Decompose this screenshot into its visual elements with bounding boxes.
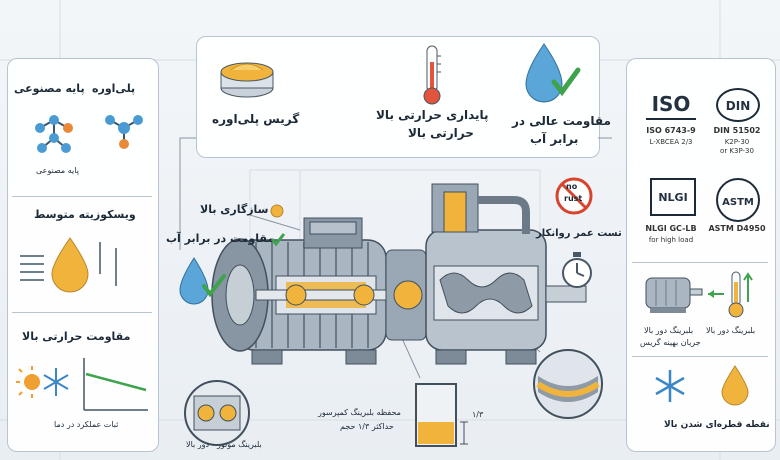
flow-caption-1: بلبرینگ دور بالا [644, 326, 694, 335]
synthetic-base-caption: پایه مصنوعی [36, 166, 79, 175]
iso-std: ISO 6743-9 [646, 126, 696, 135]
stability-graph [83, 358, 148, 411]
iso-class: L-XBCEA 2/3 [649, 138, 693, 146]
viscosity-label: ویسکوزیته متوسط [34, 208, 136, 221]
nlgi-note: for high load [648, 236, 694, 244]
thermal-label: پایداری حرارتی بالا [376, 108, 489, 122]
rust-test-label: تست عمر روانکار [536, 228, 622, 239]
nlgi-std: NLGI GC-LB [645, 224, 697, 233]
compressor-bearing-label: محفظه بلبرینگ کمپرسور [318, 408, 401, 417]
synthetic-base-label: پایه مصنوعی [14, 82, 85, 95]
iso-logo: ISO [646, 92, 696, 120]
astm-logo-text: ASTM [722, 197, 754, 208]
grease-drop-icon [721, 365, 749, 406]
molecule-icon [35, 115, 143, 153]
nlgi-logo-text: NLGI [658, 191, 688, 204]
water-drop-check-icon [525, 43, 581, 103]
flow-caption-2: جریان بهینه گریس [640, 338, 701, 347]
small-motor-icon [645, 277, 703, 313]
thermometer-icon [423, 45, 441, 105]
no-rust-icon [555, 177, 593, 215]
no-rust-text-1: no [566, 182, 578, 191]
no-rust-text-2: rust [564, 194, 583, 203]
viscosity-drop-icon [20, 237, 117, 293]
fill-volume-diagram [415, 383, 468, 447]
bearing-detail-circle [184, 380, 250, 446]
astm-logo: ASTM [716, 178, 760, 222]
left-divider-1 [12, 196, 152, 197]
nlgi-logo: NLGI [650, 178, 696, 216]
right-divider-2 [632, 356, 768, 357]
flow-arrow-thermometer-icon [708, 271, 753, 318]
iso-logo-text: ISO [651, 92, 691, 116]
sun-snowflake-icon [16, 366, 69, 398]
performance-caption: ثبات عملکرد در دما [54, 420, 119, 429]
fill-volume-label: حداکثر ۱/۳ حجم [340, 422, 394, 431]
water-resistance-label: مقاومت در برابر آب [166, 232, 275, 245]
motor-compressor-illustration [211, 183, 587, 365]
highspeed-caption: بلبرینگ دور بالا [706, 326, 756, 335]
grease-film-detail-circle [533, 349, 603, 419]
right-panel [626, 58, 776, 452]
din-logo: DIN [716, 88, 760, 122]
dropping-point-label: نقطه قطره‌ای شدن بالا [664, 420, 770, 430]
water-label: مقاومت عالی در [512, 114, 611, 128]
din-class-1: K2P-30 [724, 138, 750, 146]
grease-jar-icon [220, 62, 274, 98]
right-divider-1 [632, 262, 768, 263]
din-std: DIN 51502 [713, 126, 761, 135]
check-icon [270, 233, 286, 247]
water-drop-check-icon-small [179, 257, 226, 305]
polyurea-label: پلی‌اوره [92, 82, 136, 95]
compatibility-label: سازگاری بالا [200, 203, 269, 216]
water-label-2: برابر آب [530, 132, 579, 146]
stopwatch-icon [562, 252, 592, 288]
grease-dot-icon [270, 204, 284, 218]
left-divider-2 [12, 312, 152, 313]
astm-std: ASTM D4950 [708, 224, 766, 233]
heat-resistance-label: مقاومت حرارتی بالا [22, 330, 131, 343]
snowflake-icon [655, 370, 685, 402]
fill-fraction-label: ۱/۳ [472, 410, 484, 419]
din-logo-text: DIN [725, 99, 751, 113]
grease-label: گریس پلی‌اوره [212, 112, 300, 126]
thermal-label-2: حرارتی بالا [408, 126, 474, 140]
din-class-2: or K3P-30 [720, 147, 754, 155]
motor-bearing-label: بلبرینگ موتور - دور بالا [186, 440, 262, 449]
